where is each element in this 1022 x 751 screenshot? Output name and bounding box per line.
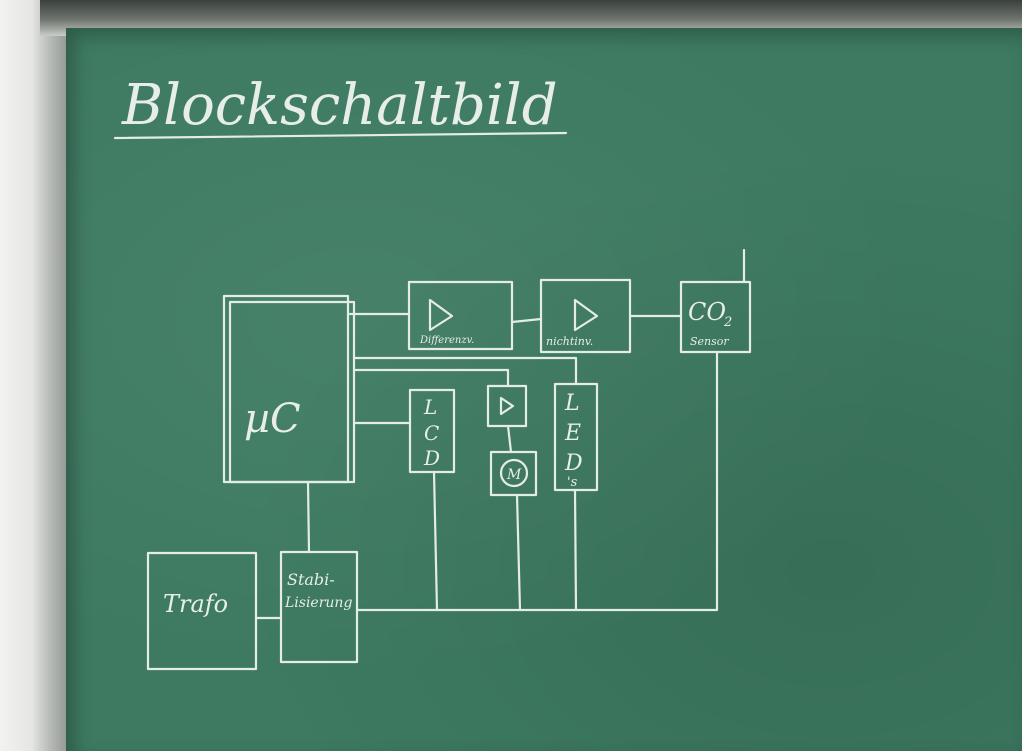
stabilization-label-line2: Lisierung	[284, 595, 352, 611]
diff-amp-label: Differenzv.	[419, 335, 474, 346]
stabilization-block	[279, 550, 359, 664]
diff-amp-symbol	[428, 298, 454, 332]
chalkboard	[66, 28, 1022, 751]
lcd-letter-c: C	[424, 421, 439, 445]
co2-subscript: 2	[723, 315, 732, 330]
wire-diff-noninv	[510, 317, 543, 324]
motor-label: M	[506, 467, 522, 483]
mc-block-inner	[228, 300, 356, 484]
title-underline	[113, 131, 568, 140]
co2-sensor-label: Sensor	[690, 335, 729, 348]
wire-mc-stabilization	[306, 480, 311, 554]
wire-bus-lcd	[432, 470, 439, 612]
diff-amp-block	[407, 280, 514, 351]
mc-label: µC	[244, 396, 301, 442]
wire-motor-amp-motor	[506, 424, 513, 454]
leds-letter-s: 's	[567, 475, 578, 490]
noninv-amp-label: nichtinv.	[546, 335, 593, 348]
wire-bus-motor	[515, 493, 522, 612]
lcd-block	[408, 388, 456, 474]
wire-mc-motor-amp	[352, 368, 510, 388]
leds-letter-d: D	[564, 451, 583, 476]
leds-letter-l: L	[564, 391, 580, 416]
co2-formula: CO	[688, 298, 726, 326]
wire-bus-leds	[573, 488, 578, 612]
trafo-label: Trafo	[163, 590, 228, 618]
noninv-amp-symbol	[573, 298, 599, 332]
mc-block	[222, 294, 350, 484]
lcd-letter-l: L	[423, 395, 437, 419]
lcd-letter-d: D	[423, 446, 440, 470]
diagram-title: Blockschaltbild	[121, 73, 558, 138]
motor-block	[489, 450, 538, 497]
stabilization-label-line1: Stabi-	[287, 570, 335, 589]
motor-amp-block	[486, 384, 528, 428]
leds-letter-e: E	[564, 421, 581, 446]
wire-power-bus	[355, 350, 719, 612]
trafo-block	[146, 551, 258, 671]
motor-amp-symbol	[499, 396, 515, 416]
motor-symbol	[499, 458, 529, 488]
wire-mc-leds	[352, 356, 578, 386]
board-frame-left	[0, 0, 70, 751]
